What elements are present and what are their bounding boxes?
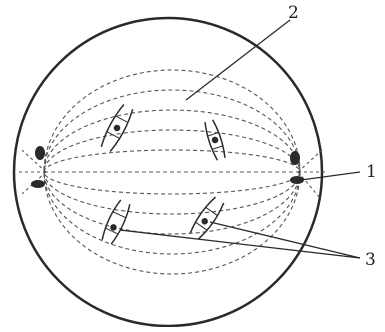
centriole-right bbox=[290, 151, 304, 184]
label-2: 2 bbox=[288, 3, 299, 23]
centriole-left bbox=[31, 146, 45, 188]
leader-line-3b bbox=[209, 221, 361, 259]
leader-lines bbox=[119, 19, 361, 259]
chromosome-upper-right bbox=[204, 119, 226, 161]
leader-line-3a bbox=[119, 229, 361, 259]
leader-line-2 bbox=[185, 19, 291, 101]
leader-line-1 bbox=[300, 171, 361, 181]
astral-rays-right bbox=[297, 149, 326, 199]
spindle-fibers bbox=[43, 69, 301, 275]
label-1: 1 bbox=[366, 162, 377, 182]
astral-rays-left bbox=[18, 149, 47, 195]
chromosome-lower-left bbox=[101, 199, 131, 245]
label-3: 3 bbox=[365, 250, 376, 270]
chromosome-lower-right bbox=[189, 196, 225, 240]
chromosome-upper-left bbox=[100, 103, 134, 153]
